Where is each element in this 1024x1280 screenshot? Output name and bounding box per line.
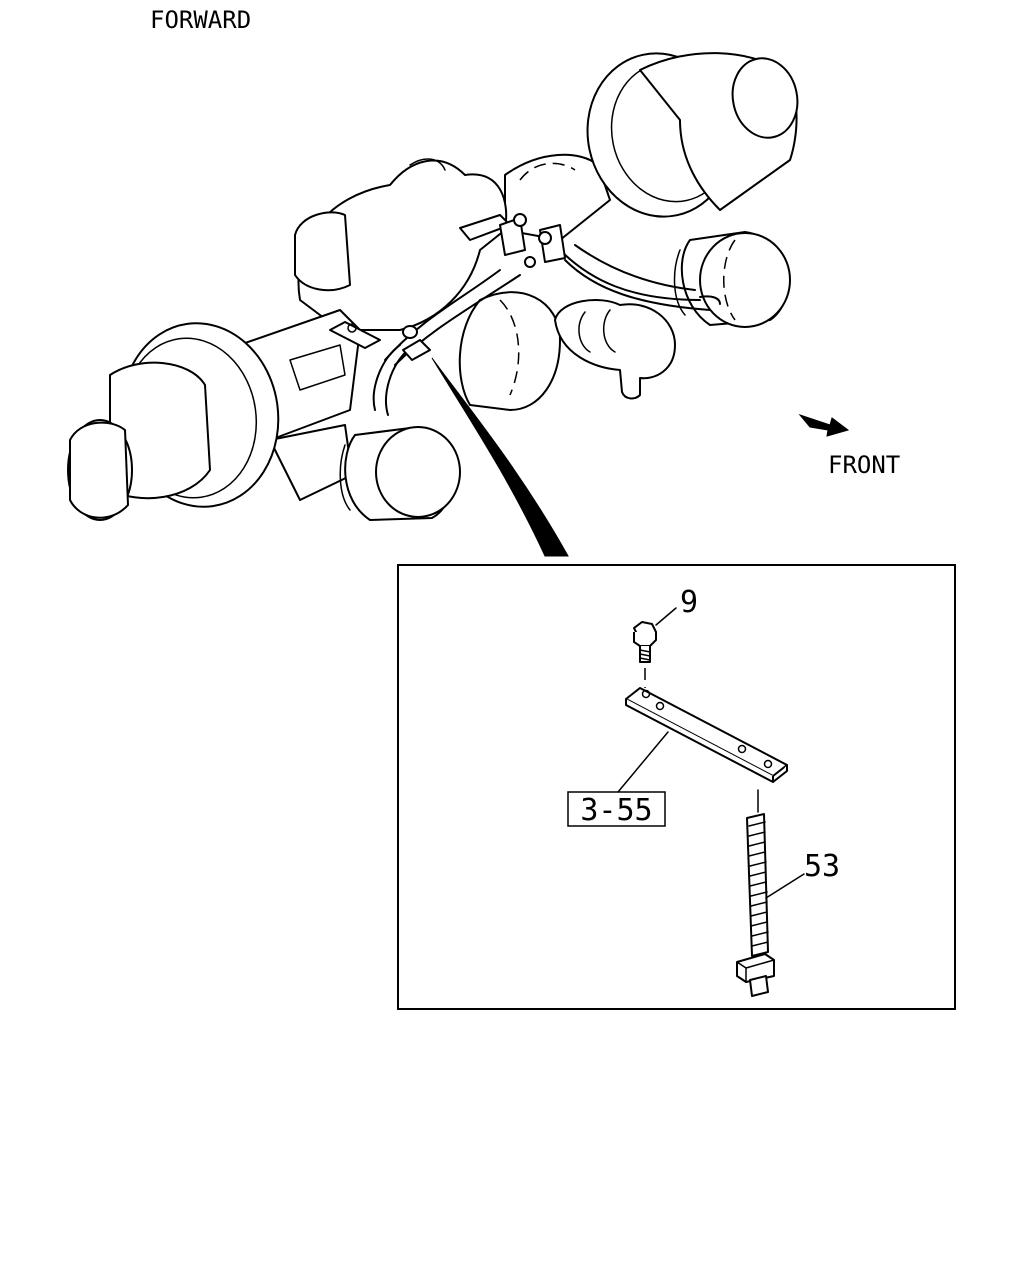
right-hub-drum bbox=[504, 52, 799, 241]
cable-tie-part bbox=[736, 789, 775, 997]
bolt-leader-line bbox=[655, 607, 677, 626]
detail-callout-pointer bbox=[431, 357, 569, 557]
bracket-leader-line bbox=[617, 731, 669, 793]
left-brake-chamber bbox=[339, 426, 461, 521]
forward-label: FORWARD bbox=[150, 6, 251, 34]
left-hub-drum bbox=[67, 322, 280, 521]
callout-bracket-box bbox=[567, 791, 666, 827]
callout-cable-tie-number: 53 bbox=[804, 849, 840, 884]
callout-bolt-number: 9 bbox=[680, 585, 698, 620]
differential-housing bbox=[294, 158, 561, 411]
bolt-part bbox=[633, 621, 657, 688]
front-direction-arrow bbox=[798, 413, 850, 437]
front-label: FRONT bbox=[828, 451, 900, 479]
propeller-yoke bbox=[554, 299, 676, 400]
cable-tie-leader-line bbox=[765, 873, 805, 899]
bracket-plate-part bbox=[625, 687, 788, 783]
housing-bracket bbox=[329, 321, 381, 349]
axle-assembly bbox=[67, 52, 799, 521]
sensor-harness bbox=[372, 213, 721, 416]
right-brake-chamber bbox=[673, 231, 791, 328]
detail-box bbox=[397, 564, 956, 1010]
callout-bracket-number: 3-55 bbox=[580, 793, 652, 828]
